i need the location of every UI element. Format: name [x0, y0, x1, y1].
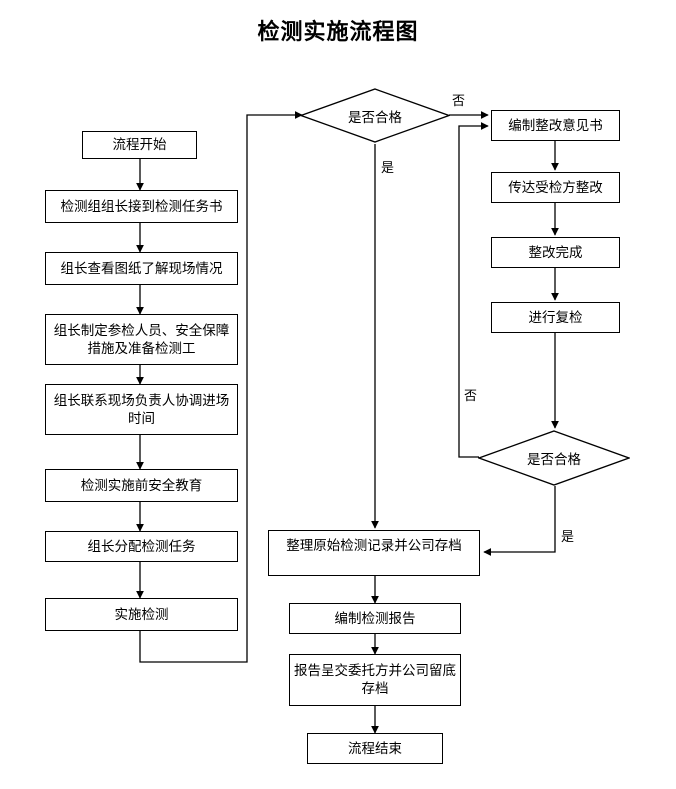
- node-notify-party-label: 传达受检方整改: [508, 179, 603, 195]
- node-start[interactable]: 流程开始: [82, 131, 197, 159]
- node-assign-tasks[interactable]: 组长分配检测任务: [45, 531, 238, 562]
- node-write-report-label: 编制检测报告: [334, 610, 416, 626]
- node-plan-personnel-label: 组长制定参检人员、安全保障措施及准备检测工: [53, 322, 230, 356]
- node-decision-top[interactable]: 是否合格: [300, 88, 450, 143]
- page-title: 检测实施流程图: [257, 19, 419, 44]
- node-end-label: 流程结束: [348, 740, 402, 756]
- node-end[interactable]: 流程结束: [307, 733, 443, 764]
- node-coordinate-entry-label: 组长联系现场负责人协调进场时间: [53, 392, 230, 426]
- node-review-drawings[interactable]: 组长查看图纸了解现场情况: [45, 252, 238, 285]
- node-rectification-done[interactable]: 整改完成: [491, 237, 620, 268]
- edge-label-bottom-yes: 是: [561, 529, 575, 544]
- node-perform-inspection-label: 实施检测: [114, 606, 169, 622]
- edge-label-bottom-no: 否: [464, 388, 478, 403]
- node-write-rectification[interactable]: 编制整改意见书: [491, 110, 620, 141]
- node-receive-task[interactable]: 检测组组长接到检测任务书: [45, 190, 238, 223]
- edge-label-top-yes: 是: [381, 160, 395, 175]
- node-archive-records[interactable]: 整理原始检测记录并公司存档: [268, 530, 480, 576]
- node-coordinate-entry[interactable]: 组长联系现场负责人协调进场时间: [45, 384, 238, 435]
- node-reinspect[interactable]: 进行复检: [491, 302, 620, 333]
- node-safety-education[interactable]: 检测实施前安全教育: [45, 469, 238, 502]
- node-start-label: 流程开始: [112, 137, 167, 152]
- node-rectification-done-label: 整改完成: [528, 244, 583, 260]
- node-archive-records-label: 整理原始检测记录并公司存档: [286, 538, 462, 553]
- node-write-rectification-label: 编制整改意见书: [508, 117, 603, 133]
- edge-decision-bottom-yes: [483, 486, 556, 556]
- node-submit-report-label: 报告呈交委托方并公司留底存档: [294, 663, 456, 696]
- node-perform-inspection[interactable]: 实施检测: [45, 598, 238, 631]
- edge-label-top-no: 否: [452, 93, 466, 108]
- node-assign-tasks-label: 组长分配检测任务: [87, 538, 196, 554]
- node-receive-task-label: 检测组组长接到检测任务书: [60, 198, 223, 214]
- node-plan-personnel[interactable]: 组长制定参检人员、安全保障措施及准备检测工: [45, 314, 238, 365]
- node-decision-bottom[interactable]: 是否合格: [478, 430, 630, 486]
- node-write-report[interactable]: 编制检测报告: [289, 603, 461, 634]
- node-safety-education-label: 检测实施前安全教育: [80, 477, 203, 493]
- node-reinspect-label: 进行复检: [528, 309, 583, 325]
- node-submit-report[interactable]: 报告呈交委托方并公司留底存档: [289, 654, 461, 706]
- node-review-drawings-label: 组长查看图纸了解现场情况: [60, 260, 223, 276]
- node-notify-party[interactable]: 传达受检方整改: [491, 172, 620, 203]
- edge-decision-bottom-no: [458, 122, 489, 458]
